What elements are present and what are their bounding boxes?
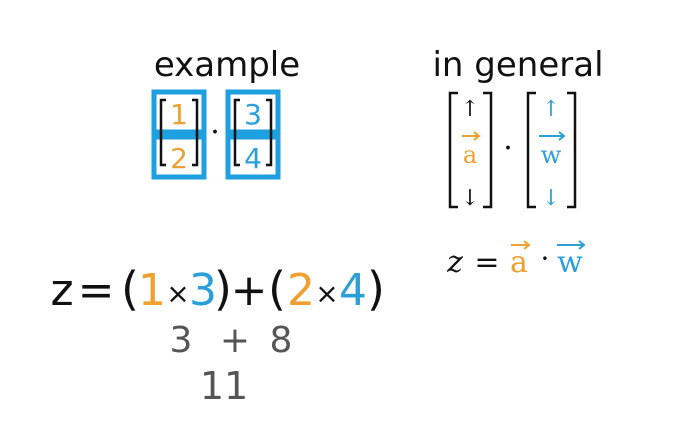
left-bracket bbox=[448, 91, 458, 209]
down-arrow-icon: ↓ bbox=[461, 186, 479, 211]
equation-w: w bbox=[557, 245, 583, 280]
work-plus: + bbox=[231, 265, 268, 316]
vector-a-entry: 1 bbox=[170, 98, 188, 131]
work-times: × bbox=[166, 277, 189, 310]
work-a1: 1 bbox=[138, 265, 166, 316]
example-heading: example bbox=[154, 45, 300, 85]
highlight-box bbox=[151, 134, 207, 180]
step-product-1: 3 bbox=[170, 320, 193, 361]
work-equals: = bbox=[78, 265, 115, 316]
general-heading: in general bbox=[432, 45, 603, 85]
work-times: × bbox=[315, 277, 338, 310]
vector-arrowhead-icon bbox=[558, 131, 566, 141]
right-bracket bbox=[483, 91, 493, 209]
general-equation: z = a · w bbox=[446, 240, 586, 280]
right-bracket bbox=[266, 98, 273, 167]
work-a2: 2 bbox=[287, 265, 315, 316]
example-vector-b: 3 4 bbox=[225, 89, 281, 180]
work-b1: 3 bbox=[189, 265, 217, 316]
result-value: 11 bbox=[200, 364, 248, 408]
vector-b-entry: 4 bbox=[244, 142, 262, 175]
vector-a-symbol: a bbox=[463, 141, 477, 169]
example-vector-a: 1 2 bbox=[151, 89, 207, 180]
step-product-2: 8 bbox=[270, 320, 293, 361]
vector-w-symbol: w bbox=[541, 141, 562, 169]
highlight-box bbox=[151, 89, 207, 135]
highlight-box bbox=[225, 134, 281, 180]
equation-a: a bbox=[510, 245, 528, 280]
down-arrow-icon: ↓ bbox=[542, 186, 560, 211]
general-vector-w: ↑ w ↓ bbox=[526, 91, 577, 211]
vector-a-entry: 2 bbox=[170, 142, 188, 175]
general-dot-operator: · bbox=[503, 131, 513, 166]
equation-z: z bbox=[446, 245, 463, 280]
work-close-paren: ) bbox=[367, 262, 385, 316]
work-open-paren: ( bbox=[121, 262, 139, 316]
vector-b-entry: 3 bbox=[244, 98, 262, 131]
vector-arrowhead-icon bbox=[523, 240, 531, 250]
left-bracket bbox=[526, 91, 536, 209]
up-arrow-icon: ↑ bbox=[461, 97, 479, 122]
vector-arrowhead-icon bbox=[578, 240, 586, 250]
left-bracket bbox=[159, 98, 166, 167]
work-b2: 4 bbox=[339, 265, 367, 316]
equation-dot: · bbox=[541, 242, 550, 275]
vector-arrowhead-icon bbox=[473, 131, 481, 141]
work-z: z bbox=[50, 265, 73, 316]
right-bracket bbox=[567, 91, 577, 209]
equation-equals: = bbox=[474, 245, 499, 280]
general-vector-a: ↑ a ↓ bbox=[448, 91, 493, 211]
up-arrow-icon: ↑ bbox=[542, 97, 560, 122]
step-plus: + bbox=[220, 320, 250, 361]
highlight-box bbox=[225, 89, 281, 135]
work-close-paren: ) bbox=[214, 262, 232, 316]
work-open-paren: ( bbox=[268, 262, 286, 316]
handwritten-work: z = ( 1 × 3 ) + ( 2 × 4 ) 3 + 8 11 bbox=[50, 262, 385, 408]
left-bracket bbox=[233, 98, 240, 167]
example-dot-operator: · bbox=[210, 115, 220, 150]
right-bracket bbox=[192, 98, 199, 167]
